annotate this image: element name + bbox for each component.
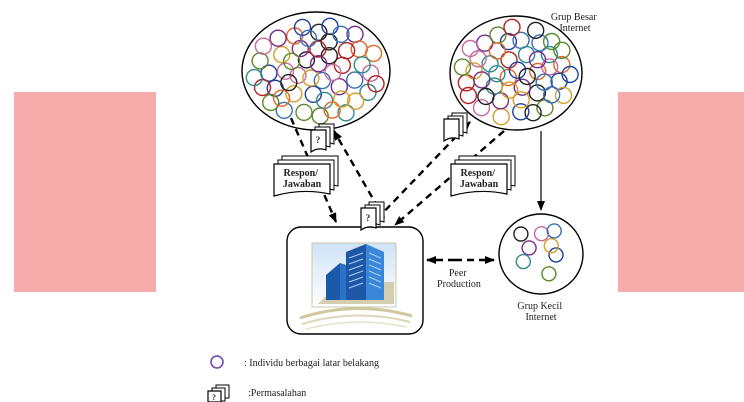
large-group-right [449,15,583,131]
individual-circle [528,51,547,69]
large-group-label: Grup Besar Internet [551,12,599,34]
background-banner-left [14,92,156,292]
individual-circle [553,41,571,59]
individual-circle [546,223,562,239]
individual-circle [276,62,295,80]
problem-doc-right-group [443,112,468,143]
individual-circle [521,240,537,256]
individual-circle [543,237,559,254]
svg-text:Respon/ Jawaban: Respon/ Jawaban [283,168,322,190]
individual-circle [299,29,318,47]
individual-circle [245,68,264,87]
individual-circle [273,45,291,64]
individual-circle [333,90,351,108]
individual-circle [293,18,312,37]
individual-circle [282,52,301,70]
svg-text:?: ? [316,135,321,145]
svg-text:?: ? [212,393,216,402]
legend-individual-text: : Individu berbagai latar belakang [244,358,379,369]
individual-circle [272,89,291,107]
svg-text:?: ? [366,213,371,223]
organization-box [286,226,424,335]
individual-circle [542,32,561,51]
large-group-left [241,11,391,131]
individual-circle [459,86,478,105]
individual-circle [472,98,491,117]
road-swoosh [299,306,413,320]
individual-circle [540,45,559,64]
peer-production-label: Peer Production [437,268,481,290]
individual-circle [527,21,545,40]
individual-circle [269,29,287,47]
individual-circle [254,37,273,55]
individual-circle [488,42,506,60]
individual-circle [548,247,564,263]
individual-circle [517,45,536,64]
individual-circle [346,71,364,89]
background-banner-right [618,92,744,292]
problem-doc-left-group: ? [310,123,335,154]
individual-circle [332,25,350,43]
individual-circle [515,253,531,270]
individual-circle [280,73,298,92]
problem-doc-org: ? [360,201,385,232]
individual-circle [531,34,549,52]
individual-circle [513,226,529,242]
individual-circle [500,81,519,99]
individual-circle [309,40,327,58]
individual-circle [453,58,472,76]
individual-circle [512,91,530,109]
svg-text:Respon/ Jawaban: Respon/ Jawaban [460,168,499,190]
individual-circle [518,67,536,86]
response-doc-left: Respon/ Jawaban [273,155,339,197]
individual-circle [285,85,303,103]
individual-circle [309,55,328,73]
individual-circle [488,64,506,83]
individual-circle [289,66,307,85]
arrow-left-group-to-org [289,117,338,223]
individual-circle [297,51,316,69]
individual-circle [473,71,491,89]
individual-circle [499,32,518,51]
legend-problem-icon: ? [207,384,230,402]
individual-circle [295,103,313,122]
individual-circle [353,56,371,74]
individual-circle [461,39,479,58]
individual-circle [513,78,531,96]
legend-problem-text: :Permasalahan [248,388,306,399]
small-group-label: Grup Kecil Internet [517,301,564,323]
individual-circle [541,266,557,282]
individual-circle [262,93,280,112]
response-doc-right: Respon/ Jawaban [450,155,516,197]
individual-circle [330,77,348,96]
individual-circle [481,55,499,73]
building-icon [311,242,397,308]
legend: : Individu berbagai latar belakang ? :Pe… [207,355,379,402]
individual-circle [323,101,341,119]
individual-circle [367,75,385,93]
legend-individual-icon [210,355,224,369]
individual-circle [524,103,542,122]
individual-circle [477,87,495,106]
individual-circle [337,42,356,60]
individual-circle [500,51,518,69]
small-group [498,213,584,295]
individual-circle [512,103,530,121]
individual-circle [535,73,553,91]
individual-circle [310,23,328,41]
individual-circle [554,86,573,105]
individual-circle [529,62,547,81]
individual-circle [528,84,547,102]
individual-circle [337,104,355,122]
individual-circle [503,18,521,36]
individual-circle [543,86,561,104]
individual-circle [561,65,579,84]
individual-circle [324,63,342,82]
individual-circle [302,69,320,87]
individual-circle [275,101,293,120]
individual-circle [508,61,527,79]
individual-circle [346,92,365,110]
